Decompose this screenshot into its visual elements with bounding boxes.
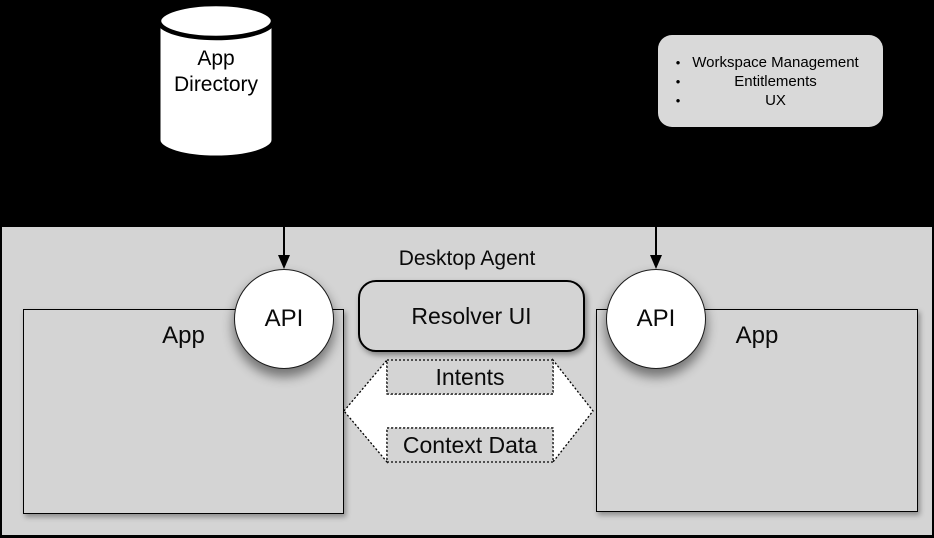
bullet-icon: •: [675, 73, 681, 89]
app-directory-label-line2: Directory: [173, 73, 258, 96]
capability-item-workspace-management: • Workspace Management: [666, 53, 875, 72]
left-app-label: App: [162, 322, 205, 349]
capability-label: Workspace Management: [692, 53, 859, 71]
desktop-agent-title: Desktop Agent: [398, 247, 536, 270]
resolver-ui-box: Resolver UI: [358, 280, 585, 352]
capabilities-box: • Workspace Management • Entitlements • …: [658, 35, 883, 127]
app-directory-label-line1: App: [197, 47, 235, 70]
resolver-ui-label: Resolver UI: [411, 302, 532, 329]
bullet-icon: •: [675, 54, 681, 70]
right-api-label: API: [636, 305, 676, 332]
app-directory-cylinder-icon: [156, 1, 276, 159]
app-directory-label: App Directory: [154, 46, 278, 98]
capability-item-ux: • UX: [666, 91, 875, 110]
capability-label: Entitlements: [734, 72, 817, 90]
left-api-label: API: [264, 305, 304, 332]
capability-label: UX: [765, 91, 786, 109]
right-api-circle: API: [606, 269, 706, 369]
right-app-label: App: [735, 322, 779, 349]
capability-item-entitlements: • Entitlements: [666, 72, 875, 91]
left-api-circle: API: [234, 269, 334, 369]
bullet-icon: •: [675, 92, 681, 108]
